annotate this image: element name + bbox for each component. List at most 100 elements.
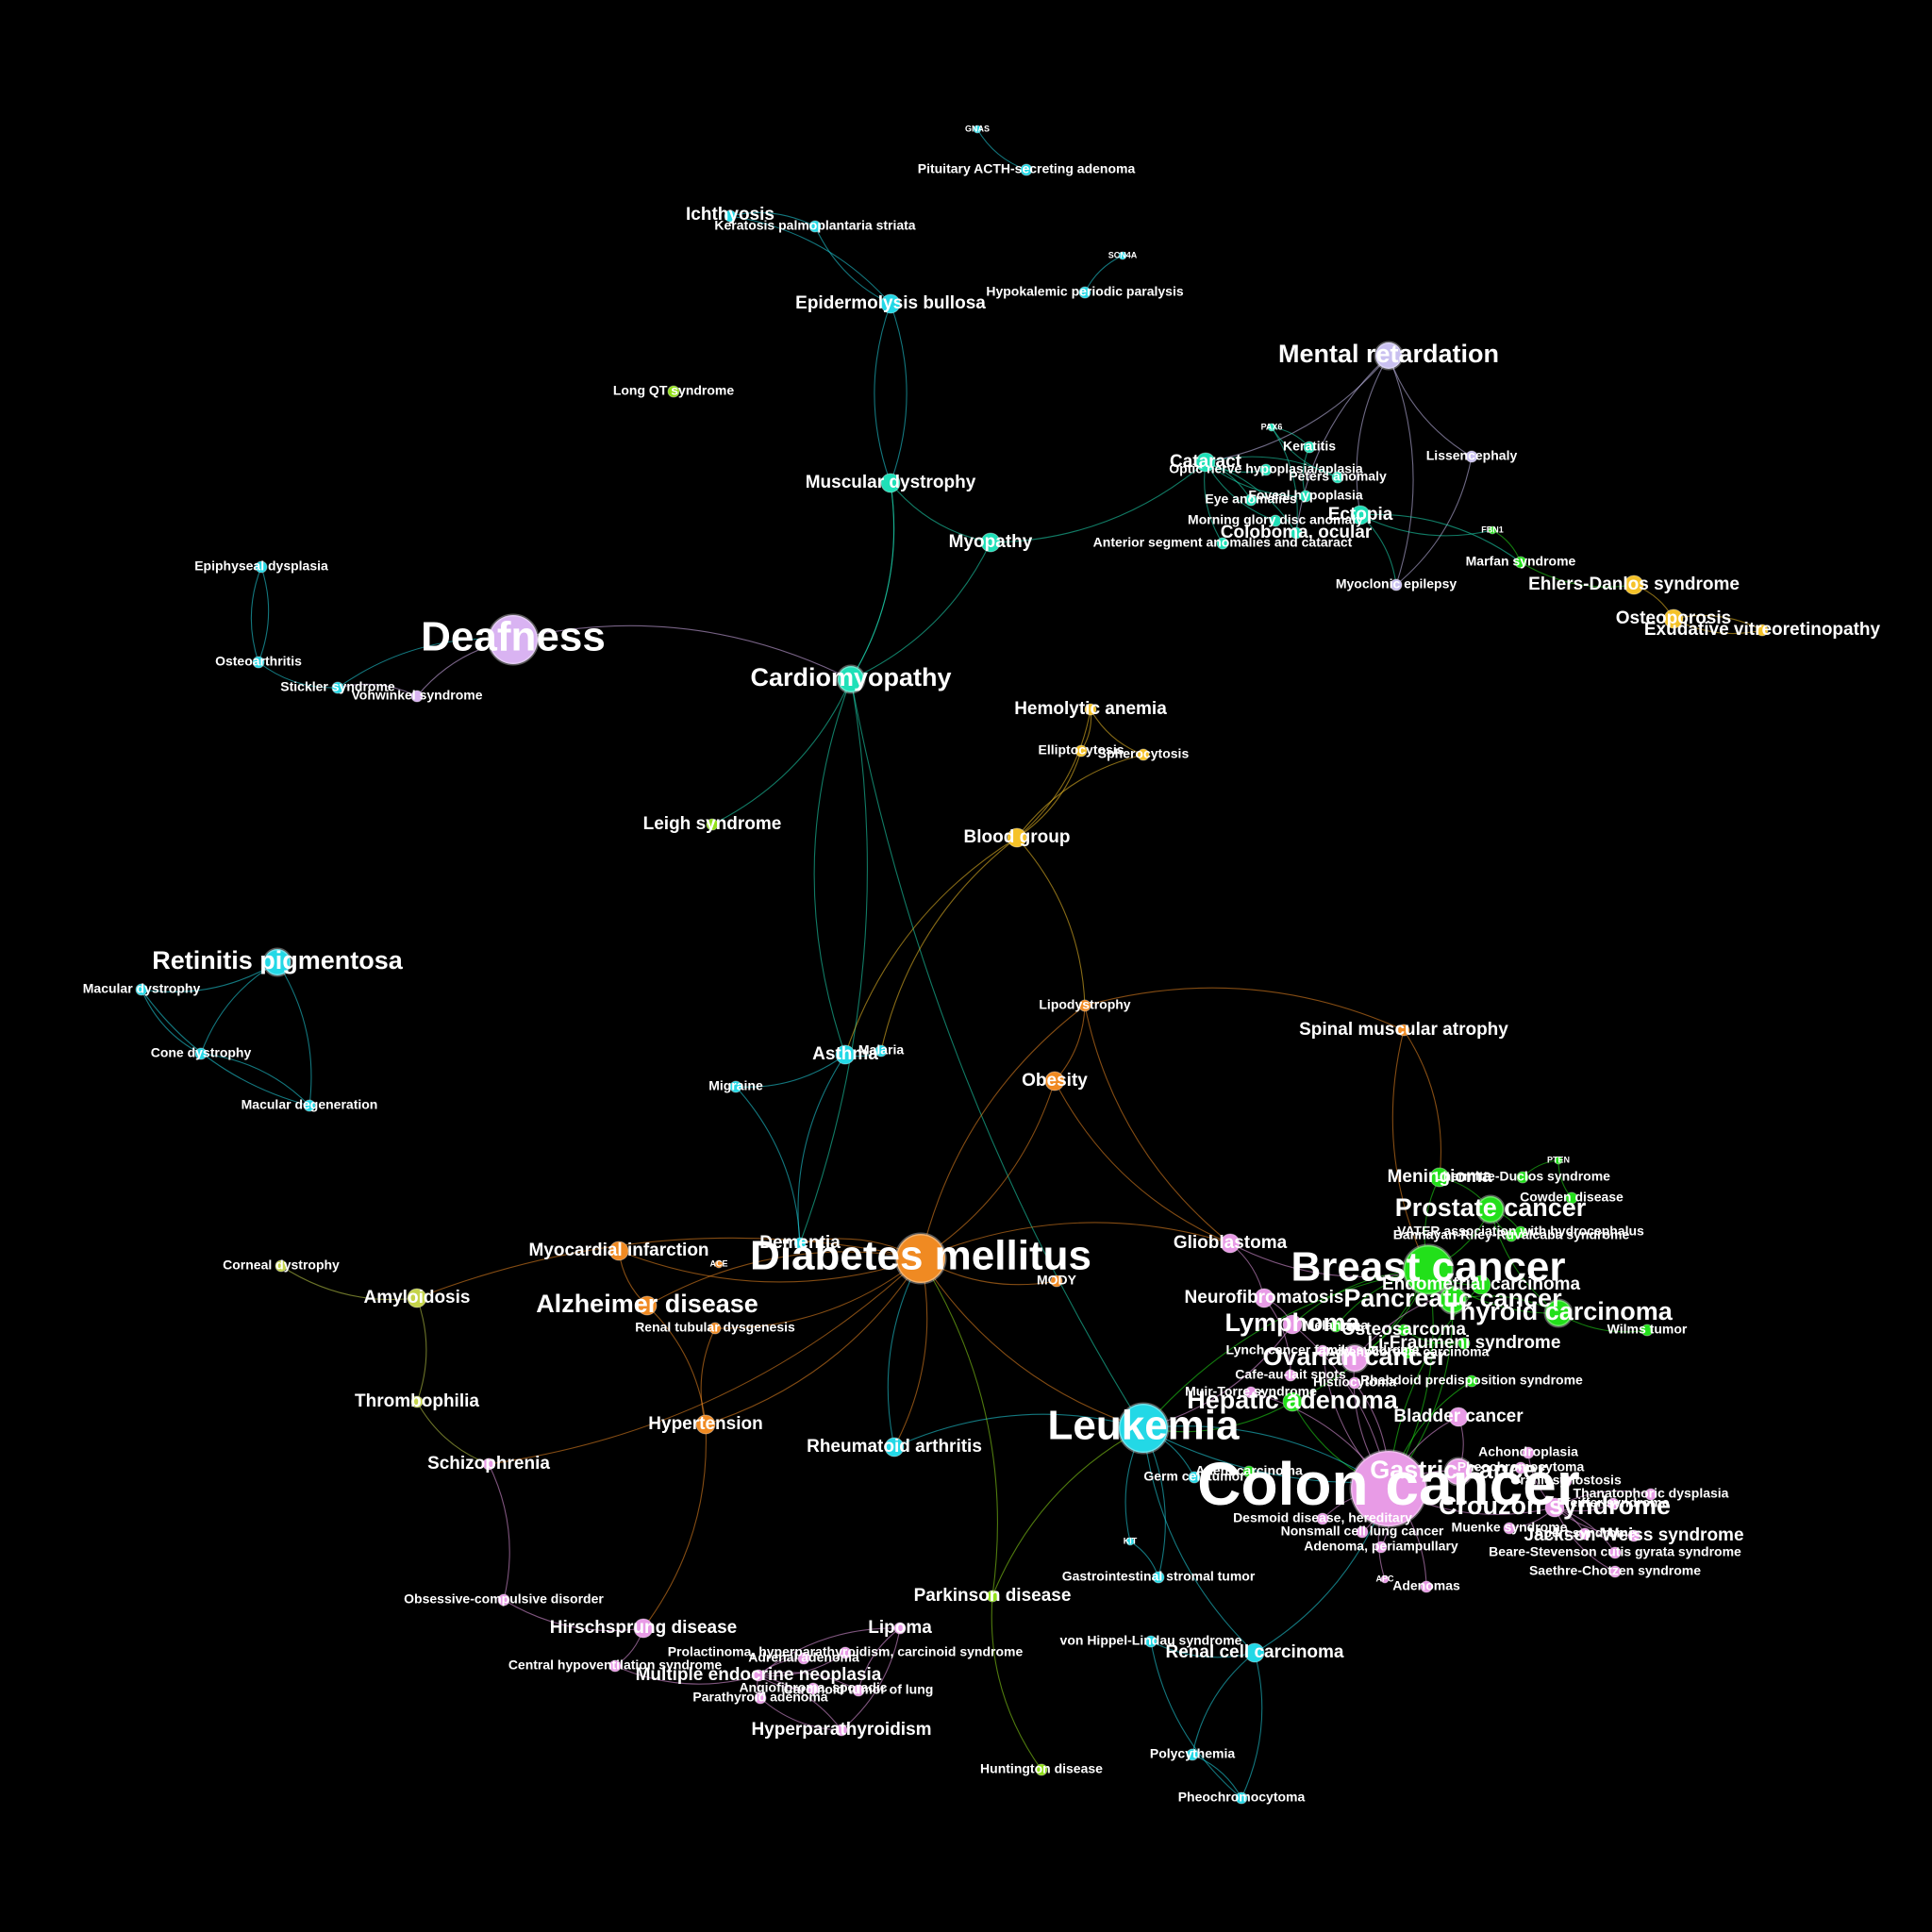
node-colon[interactable]: [1349, 1449, 1428, 1528]
node-sma[interactable]: [1397, 1024, 1410, 1037]
node-anterior[interactable]: [1216, 537, 1229, 550]
node-adrenocortical[interactable]: [1401, 1346, 1414, 1359]
node-dementia[interactable]: [793, 1237, 807, 1250]
node-crouzon[interactable]: [1544, 1497, 1565, 1518]
node-rheumatoid[interactable]: [884, 1437, 905, 1457]
node-bladder[interactable]: [1448, 1407, 1469, 1427]
node-pancreatic[interactable]: [1438, 1285, 1468, 1315]
node-keratosis[interactable]: [808, 220, 822, 233]
node-gastric[interactable]: [1443, 1457, 1474, 1487]
node-epiphyseal[interactable]: [255, 560, 268, 574]
node-polycythemia[interactable]: [1186, 1748, 1199, 1761]
node-thrombophilia[interactable]: [410, 1395, 424, 1408]
node-parathyroid[interactable]: [754, 1691, 767, 1705]
node-ehlers[interactable]: [1624, 575, 1644, 595]
node-lipoma[interactable]: [893, 1622, 907, 1635]
node-migraine[interactable]: [729, 1080, 742, 1093]
node-lifraumeni[interactable]: [1457, 1337, 1471, 1350]
node-schizophrenia[interactable]: [482, 1457, 495, 1471]
node-men[interactable]: [752, 1669, 765, 1682]
node-lymphoma[interactable]: [1282, 1314, 1303, 1335]
node-longqt[interactable]: [667, 385, 680, 398]
node-pten[interactable]: [1554, 1156, 1563, 1165]
node-morning[interactable]: [1269, 514, 1282, 527]
node-desmoid[interactable]: [1316, 1512, 1329, 1525]
node-prostate[interactable]: [1475, 1194, 1506, 1224]
node-amyloidosis[interactable]: [407, 1288, 427, 1308]
node-ace[interactable]: [714, 1259, 724, 1269]
node-meningioma[interactable]: [1429, 1167, 1450, 1188]
node-endometrial[interactable]: [1471, 1274, 1491, 1295]
node-saethre[interactable]: [1608, 1565, 1622, 1578]
node-lipodystrophy[interactable]: [1078, 999, 1091, 1012]
node-corneal[interactable]: [275, 1259, 288, 1273]
node-peters[interactable]: [1331, 471, 1344, 484]
node-pheochromo[interactable]: [1235, 1791, 1248, 1805]
node-leukemia[interactable]: [1117, 1402, 1170, 1455]
node-gist[interactable]: [1152, 1571, 1165, 1584]
node-myopathy[interactable]: [980, 532, 1001, 553]
node-vhl[interactable]: [1144, 1635, 1158, 1648]
node-renalcell[interactable]: [1244, 1642, 1265, 1663]
node-hypokal[interactable]: [1078, 286, 1091, 299]
node-eyeanom[interactable]: [1244, 493, 1257, 507]
node-myoclonic[interactable]: [1390, 578, 1403, 591]
node-muscular[interactable]: [880, 473, 901, 493]
node-hirschsprung[interactable]: [633, 1618, 654, 1639]
node-vohwinkel[interactable]: [410, 690, 424, 703]
node-jackson[interactable]: [1627, 1529, 1641, 1542]
node-deafness[interactable]: [487, 613, 540, 666]
node-exudative[interactable]: [1756, 624, 1769, 637]
node-prolactinoma[interactable]: [839, 1646, 852, 1659]
node-macdys[interactable]: [135, 983, 148, 996]
node-cardiomyopathy[interactable]: [836, 664, 866, 694]
node-kit[interactable]: [1125, 1537, 1135, 1546]
node-muirtorre[interactable]: [1244, 1386, 1257, 1399]
node-pheochromo2[interactable]: [1514, 1461, 1527, 1474]
node-achondroplasia[interactable]: [1522, 1446, 1535, 1459]
node-adenocarcinoma[interactable]: [1242, 1465, 1256, 1478]
node-cataract[interactable]: [1195, 452, 1216, 473]
node-alzheimer[interactable]: [637, 1295, 658, 1316]
node-pax6[interactable]: [1267, 423, 1276, 432]
node-gnas[interactable]: [973, 125, 982, 134]
node-adenomamulti[interactable]: [1374, 1541, 1388, 1554]
node-optic[interactable]: [1259, 463, 1273, 476]
node-hyperpara[interactable]: [835, 1724, 848, 1737]
node-asthma[interactable]: [835, 1044, 856, 1065]
node-bannayan[interactable]: [1505, 1229, 1518, 1242]
node-glioblastoma[interactable]: [1220, 1233, 1241, 1254]
node-apc[interactable]: [1380, 1574, 1390, 1584]
node-malaria[interactable]: [874, 1044, 888, 1058]
node-osteoporosis[interactable]: [1663, 608, 1684, 629]
node-osteosarcoma[interactable]: [1397, 1324, 1410, 1337]
node-conedys[interactable]: [194, 1047, 208, 1060]
node-macdeg[interactable]: [303, 1099, 316, 1112]
node-coloboma[interactable]: [1290, 526, 1303, 540]
node-adenomas[interactable]: [1420, 1580, 1433, 1593]
node-pfeiffer[interactable]: [1607, 1497, 1620, 1510]
node-carcinoid[interactable]: [852, 1684, 865, 1697]
node-thanatophoric[interactable]: [1644, 1488, 1657, 1501]
node-mental[interactable]: [1374, 341, 1404, 371]
node-neurofib[interactable]: [1254, 1288, 1274, 1308]
node-lynch[interactable]: [1316, 1344, 1329, 1357]
node-pit[interactable]: [1020, 163, 1033, 176]
node-craniosyn[interactable]: [1559, 1474, 1573, 1488]
node-retinitis[interactable]: [262, 947, 292, 977]
node-elliptocytosis[interactable]: [1074, 744, 1088, 758]
node-angio[interactable]: [807, 1682, 820, 1695]
node-marfan[interactable]: [1514, 556, 1527, 569]
node-cowden[interactable]: [1565, 1191, 1578, 1205]
node-leigh[interactable]: [706, 818, 719, 831]
node-wilms[interactable]: [1641, 1324, 1654, 1337]
node-central[interactable]: [608, 1659, 622, 1673]
node-hypertension[interactable]: [695, 1414, 716, 1435]
node-mody[interactable]: [1050, 1274, 1063, 1288]
node-lissen[interactable]: [1465, 450, 1478, 463]
node-parkinson[interactable]: [986, 1590, 999, 1603]
node-apert[interactable]: [1578, 1527, 1591, 1541]
node-hemolytic[interactable]: [1084, 703, 1097, 716]
node-melanoma[interactable]: [1329, 1320, 1342, 1333]
node-thyroid[interactable]: [1543, 1298, 1574, 1328]
